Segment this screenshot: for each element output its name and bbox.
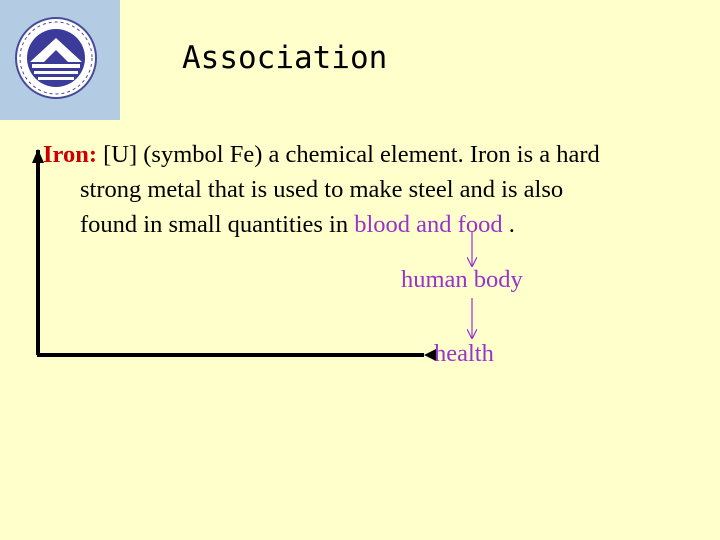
arrowhead-left [424, 349, 436, 361]
definition-line-2: strong metal that is used to make steel … [80, 176, 564, 203]
definition-line-1-text: [U] (symbol Fe) a chemical element. Iron… [97, 141, 600, 168]
highlight-blood-and-food: blood and food [354, 211, 503, 238]
definition-line-3: found in small quantities in blood and f… [43, 207, 693, 242]
definition-line-1: Iron: [U] (symbol Fe) a chemical element… [43, 137, 693, 172]
definition-text: Iron: [U] (symbol Fe) a chemical element… [43, 137, 693, 242]
term-label: Iron: [43, 141, 98, 168]
definition-line-3-end: . [502, 211, 515, 238]
node-health: health [434, 340, 494, 367]
logo-emblem-icon [15, 17, 97, 99]
node-human-body: human body [401, 266, 523, 293]
page-title: Association [182, 40, 388, 76]
definition-line-3-text: found in small quantities in [80, 211, 355, 238]
university-logo [0, 0, 120, 120]
